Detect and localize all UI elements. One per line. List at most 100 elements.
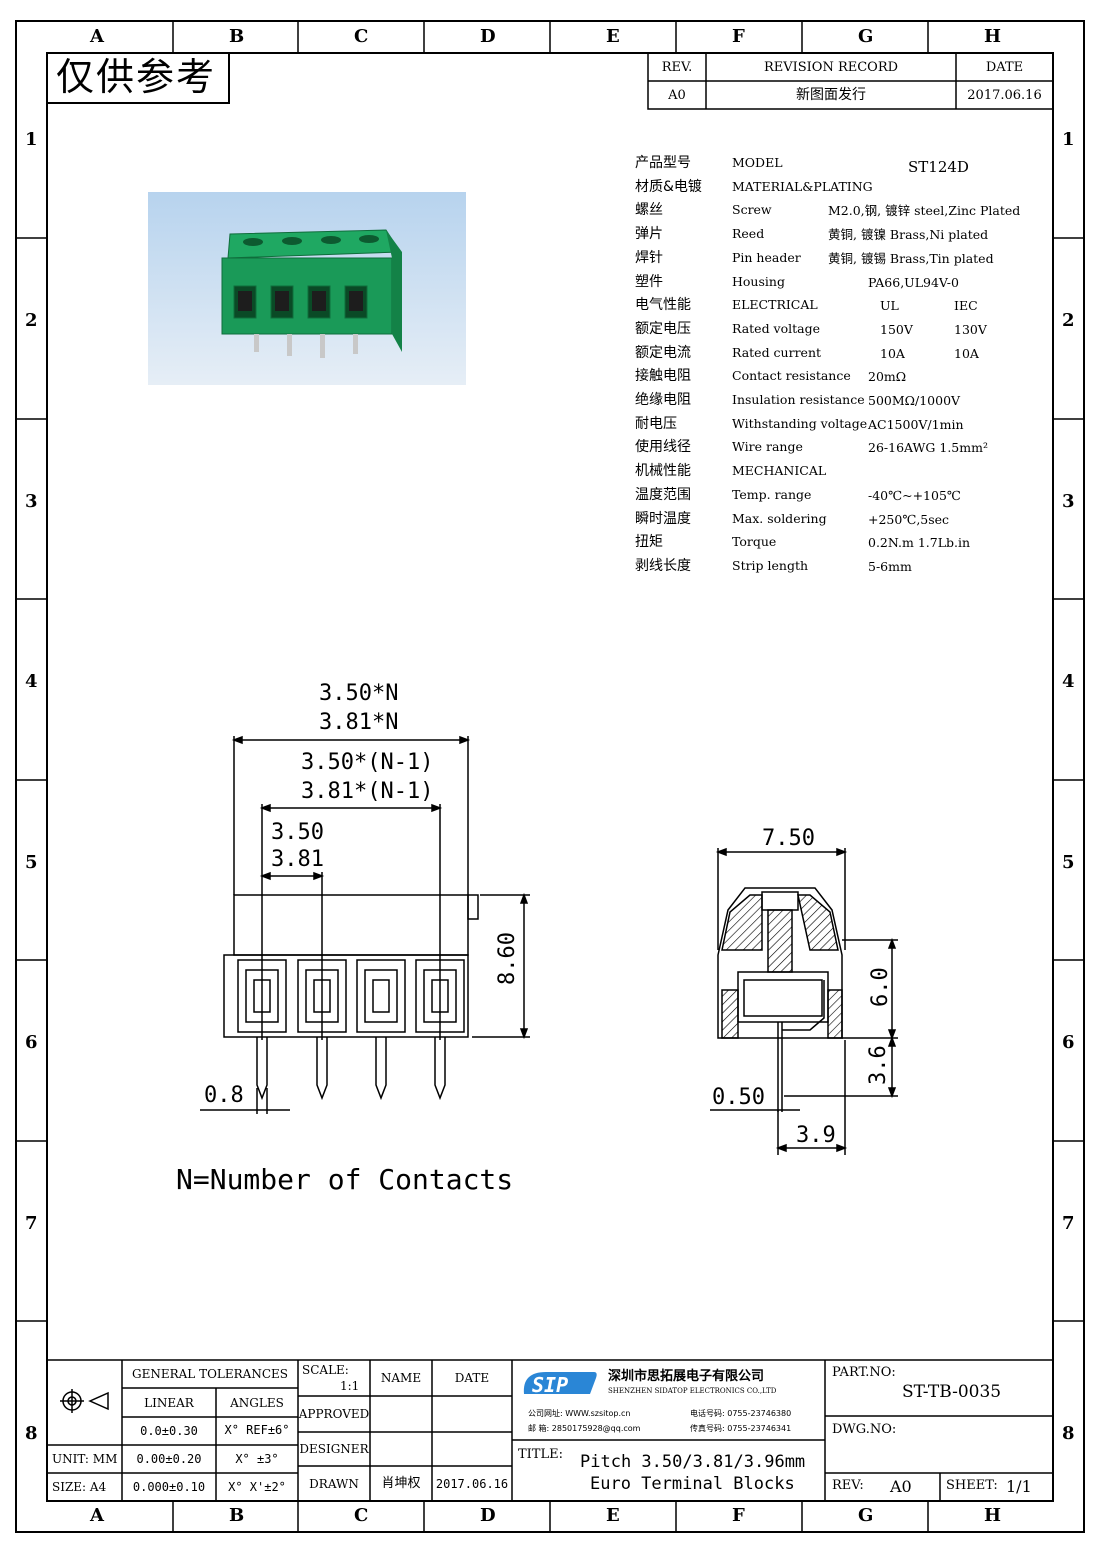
col-label-e: E xyxy=(606,26,620,47)
drawn-date: 2017.06.16 xyxy=(435,1477,509,1491)
sheet-value: 1/1 xyxy=(1006,1477,1032,1496)
spec-value: M2.0,钢, 镀锌 steel,Zinc Plated xyxy=(828,203,1021,219)
company-phone: 电话号码: 0755-23746380 xyxy=(690,1409,792,1418)
reference-stamp-text: 仅供参考 xyxy=(56,55,217,99)
tol-angles-3: X° X'±2° xyxy=(228,1480,286,1494)
part-no-label: PART.NO: xyxy=(832,1365,896,1380)
scale-value: 1:1 xyxy=(340,1379,360,1393)
spec-value: 5-6mm xyxy=(868,558,912,574)
spec-value: PA66,UL94V-0 xyxy=(868,274,959,290)
spec-label-en: Housing xyxy=(732,273,785,289)
general-tolerances-label: GENERAL TOLERANCES xyxy=(131,1367,289,1381)
spec-value-iec: 130V xyxy=(954,321,987,337)
row-label-2: 2 xyxy=(25,310,38,331)
spec-label-cn: 产品型号 xyxy=(635,155,691,171)
spec-label-en: Max. soldering xyxy=(732,510,827,526)
spec-value: -40℃~+105℃ xyxy=(868,487,961,503)
company-name-cn: 深圳市思拓展电子有限公司 xyxy=(608,1369,765,1384)
revision-rev-value: A0 xyxy=(668,88,686,103)
spec-row: 接触电阻 Contact resistance 20mΩ xyxy=(632,367,1052,391)
spec-label-cn: 瞬时温度 xyxy=(635,510,691,527)
spec-label-cn: 弹片 xyxy=(635,226,663,243)
rev-value: A0 xyxy=(890,1477,912,1496)
spec-label-en: MODEL xyxy=(732,155,783,170)
spec-label-cn: 绝缘电阻 xyxy=(635,392,691,408)
spec-label-cn: 温度范围 xyxy=(635,486,691,503)
col-label-f: F xyxy=(732,26,745,47)
approved-label: APPROVED xyxy=(298,1407,370,1421)
row-label-3-right: 3 xyxy=(1062,491,1075,512)
company-email: 邮 箱: 2850175928@qq.com xyxy=(528,1424,641,1433)
spec-label-en: Torque xyxy=(732,534,777,550)
angles-label: ANGLES xyxy=(230,1396,284,1410)
col-label-b-bottom: B xyxy=(229,1505,245,1526)
spec-value: 500MΩ/1000V xyxy=(868,393,961,408)
spec-value: 黄铜, 镀镍 Brass,Ni plated xyxy=(828,227,989,243)
spec-label-cn: 剥线长度 xyxy=(635,557,691,574)
col-label-c-bottom: C xyxy=(354,1505,369,1526)
col-label-h: H xyxy=(984,26,1002,47)
spec-row: 机械性能 MECHANICAL xyxy=(632,462,1052,486)
spec-row: 螺丝 Screw M2.0,钢, 镀锌 steel,Zinc Plated xyxy=(632,201,1052,225)
date-header: DATE xyxy=(454,1371,490,1385)
spec-value: 20mΩ xyxy=(868,369,907,385)
designer-label: DESIGNER xyxy=(299,1442,369,1456)
col-label-a-bottom: A xyxy=(90,1505,104,1526)
sheet-label: SHEET: xyxy=(946,1478,998,1493)
row-label-4: 4 xyxy=(25,671,38,692)
drawn-name: 肖坤权 xyxy=(381,1476,421,1491)
row-label-8-right: 8 xyxy=(1062,1423,1075,1444)
spec-label-cn: 机械性能 xyxy=(635,463,691,480)
dim-pin-off-3-9: 3.9 xyxy=(796,1123,836,1148)
projection-symbol-icon xyxy=(60,1389,109,1413)
spec-label-cn: 额定电压 xyxy=(635,320,691,337)
col-label-d: D xyxy=(480,26,496,47)
dim-total-3-81: 3.81*N xyxy=(319,710,399,735)
row-label-3: 3 xyxy=(25,491,38,512)
col-label-b: B xyxy=(229,26,245,47)
spec-label-en: Strip length xyxy=(732,557,809,573)
spec-row: 弹片 Reed 黄铜, 镀镍 Brass,Ni plated xyxy=(632,225,1052,249)
col-label-a: A xyxy=(90,26,104,47)
tol-linear-2: 0.00±0.20 xyxy=(136,1452,202,1466)
tol-linear-3: 0.000±0.10 xyxy=(132,1480,206,1494)
col-label-g: G xyxy=(858,26,874,47)
spec-label-cn: 耐电压 xyxy=(635,415,677,432)
contacts-note: N=Number of Contacts xyxy=(176,1163,514,1196)
svg-text:SIP: SIP xyxy=(532,1373,568,1397)
dwg-no-label: DWG.NO: xyxy=(832,1422,897,1437)
col-label-e-bottom: E xyxy=(606,1505,620,1526)
dim-pin-0-8: 0.8 xyxy=(204,1083,244,1108)
company-website: 公司网址: WWW.szsitop.cn xyxy=(528,1409,631,1418)
spec-label-en: Reed xyxy=(732,226,765,242)
name-header: NAME xyxy=(380,1371,422,1385)
company-fax: 传真号码: 0755-23746341 xyxy=(690,1424,792,1433)
col-label-c: C xyxy=(354,26,369,47)
spec-value-iec: 10A xyxy=(954,345,979,361)
spec-value: 黄铜, 镀锡 Brass,Tin plated xyxy=(828,250,994,266)
row-label-7-right: 7 xyxy=(1062,1213,1075,1234)
reference-stamp: 仅供参考 xyxy=(48,54,230,104)
spec-label-cn: 额定电流 xyxy=(635,344,691,361)
title-label: TITLE: xyxy=(518,1447,563,1462)
spec-label-cn: 电气性能 xyxy=(635,297,691,314)
spec-label-en: Contact resistance xyxy=(732,368,851,384)
part-no-value: ST-TB-0035 xyxy=(902,1382,1002,1402)
spec-label-cn: 接触电阻 xyxy=(635,368,691,385)
front-view-drawing xyxy=(200,735,530,1114)
spec-label-cn: 螺丝 xyxy=(635,202,663,219)
spec-label-en: MECHANICAL xyxy=(732,463,827,479)
spec-label-en: Screw xyxy=(732,202,772,218)
spec-label-cn: 焊针 xyxy=(635,249,663,266)
col-label-d-bottom: D xyxy=(480,1505,496,1526)
terminal-block-photo xyxy=(148,192,466,385)
title-line-2: Euro Terminal Blocks xyxy=(590,1474,795,1494)
dim-total-3-50: 3.50*N xyxy=(319,681,399,706)
